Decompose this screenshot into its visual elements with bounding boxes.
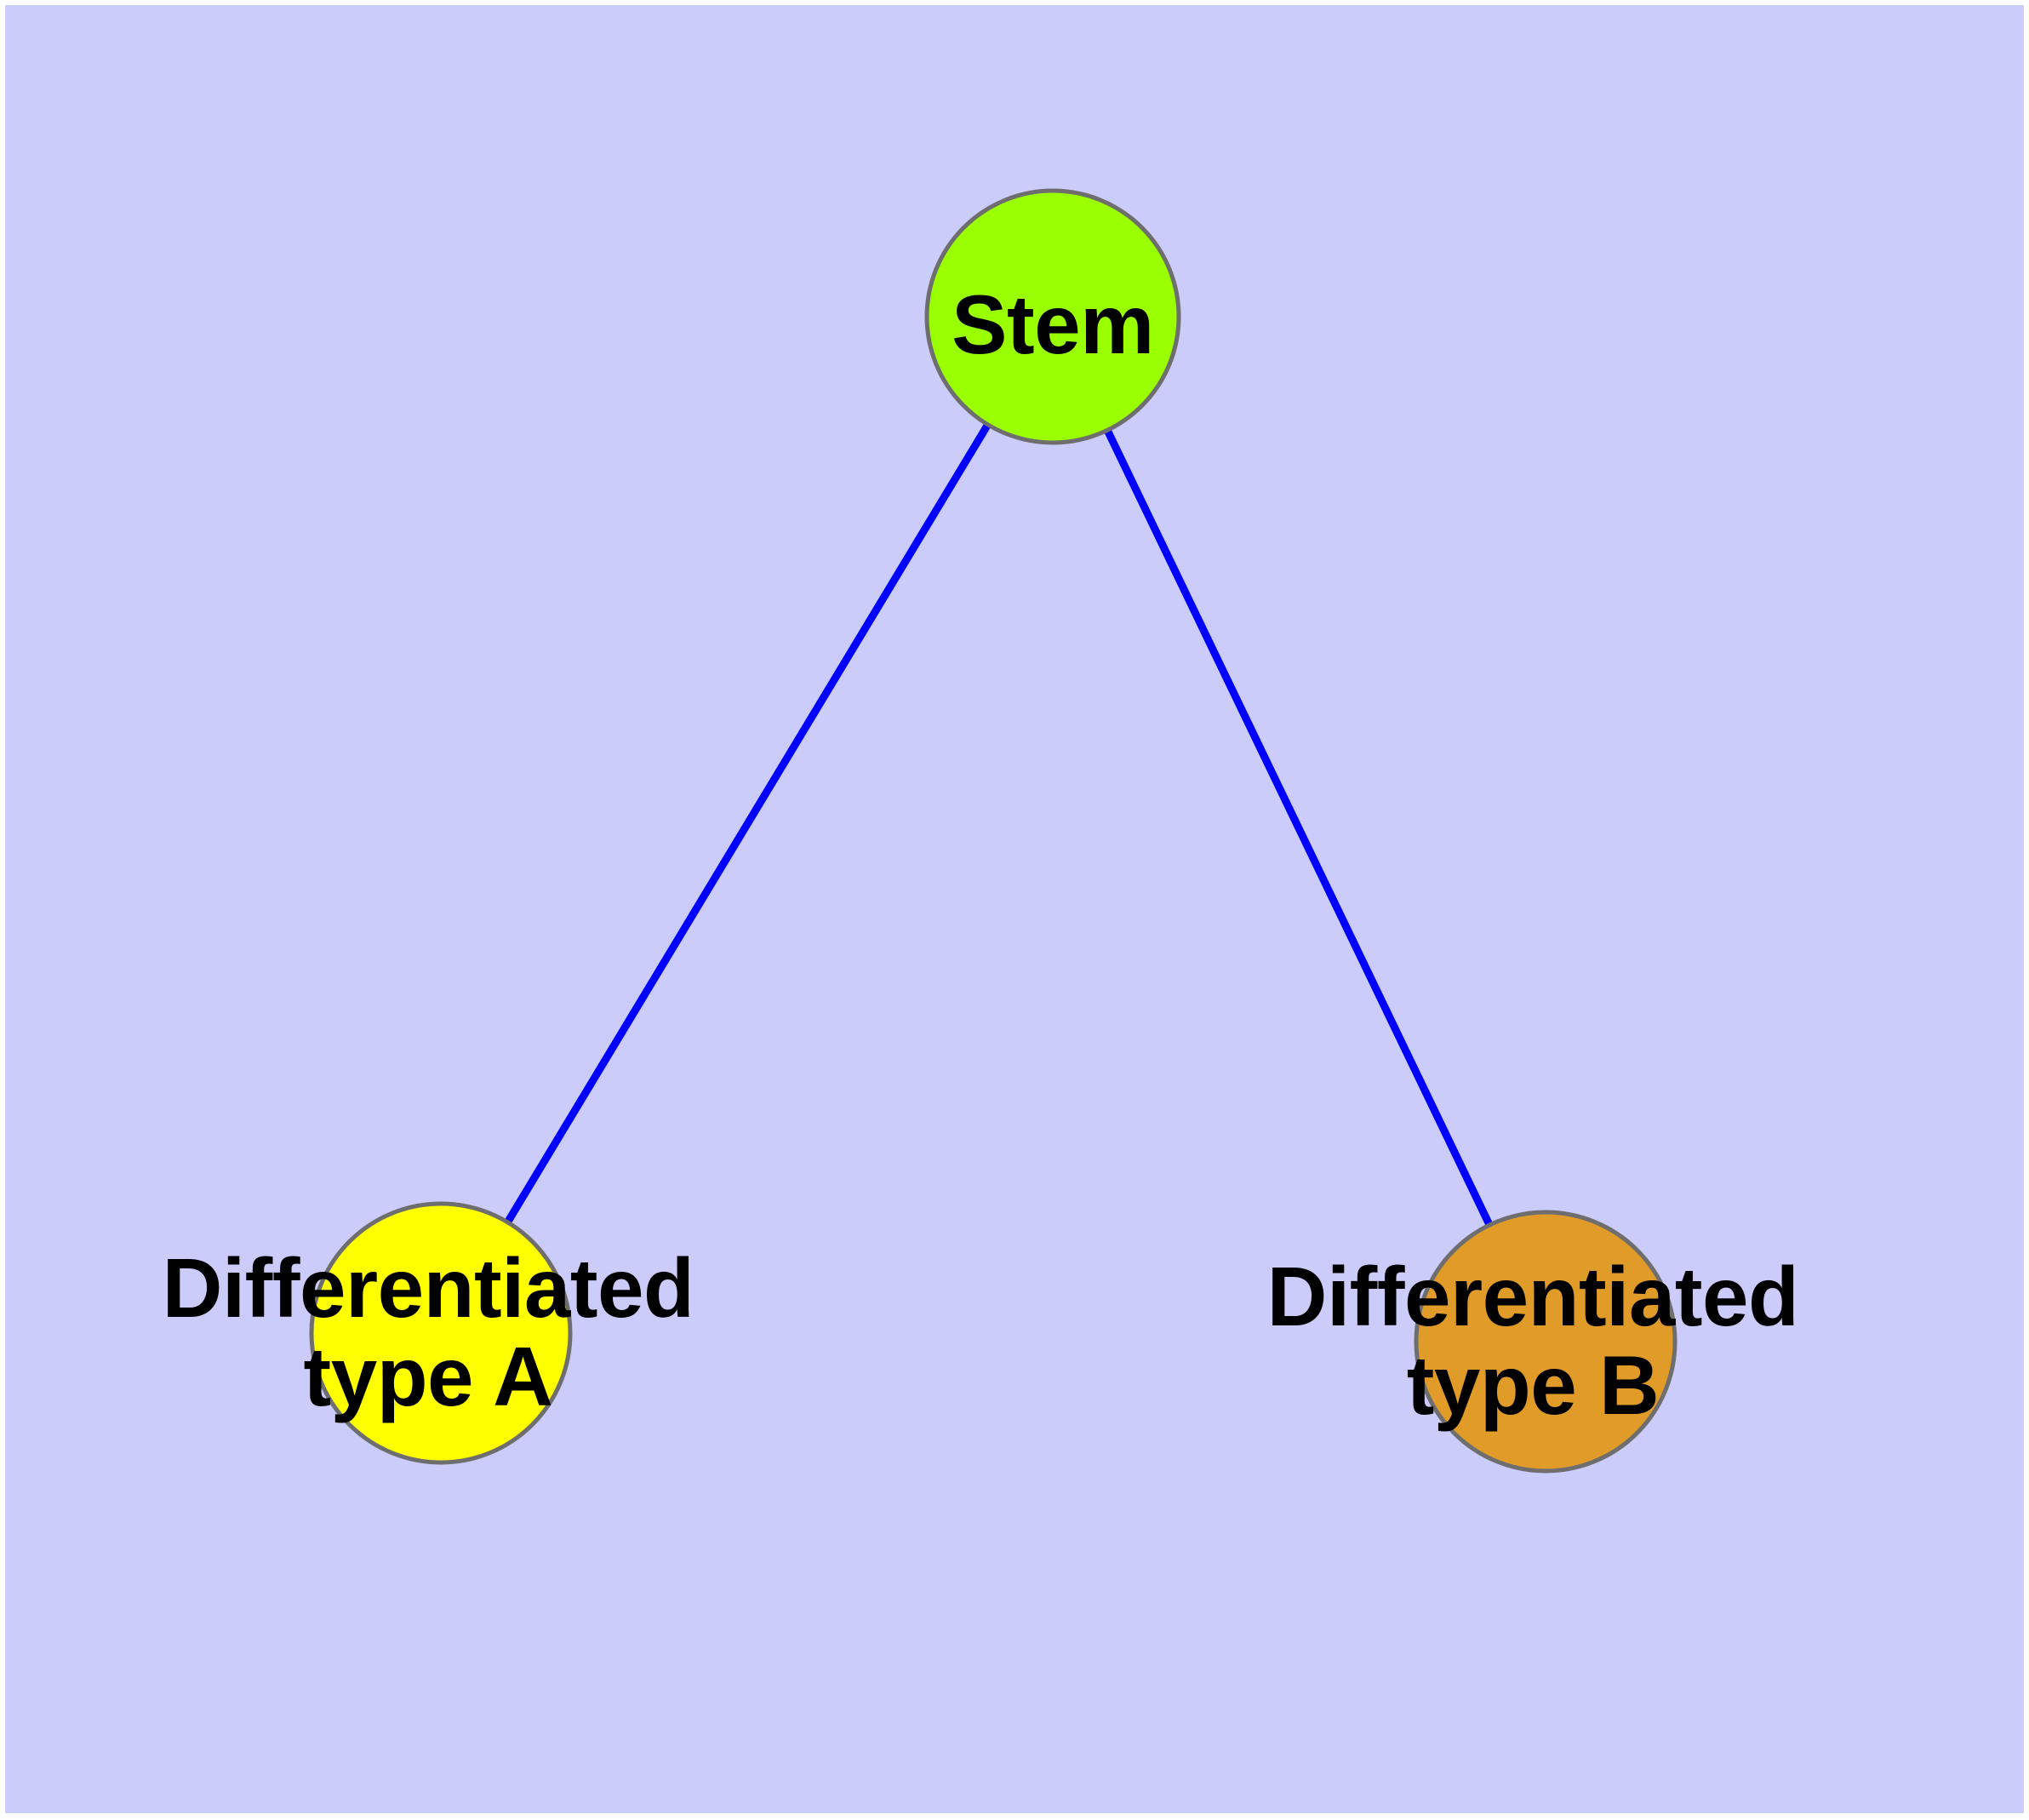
node-diff-a[interactable]: [309, 1201, 573, 1465]
graph-svg: [309, 188, 1677, 1474]
edge-stem-to-b: [1049, 315, 1550, 1343]
edges-group: [437, 314, 1550, 1343]
edge-stem-to-a: [437, 314, 1056, 1336]
node-stem[interactable]: [924, 188, 1181, 445]
node-diff-b[interactable]: [1414, 1210, 1677, 1474]
nodes-group: [309, 188, 1677, 1474]
